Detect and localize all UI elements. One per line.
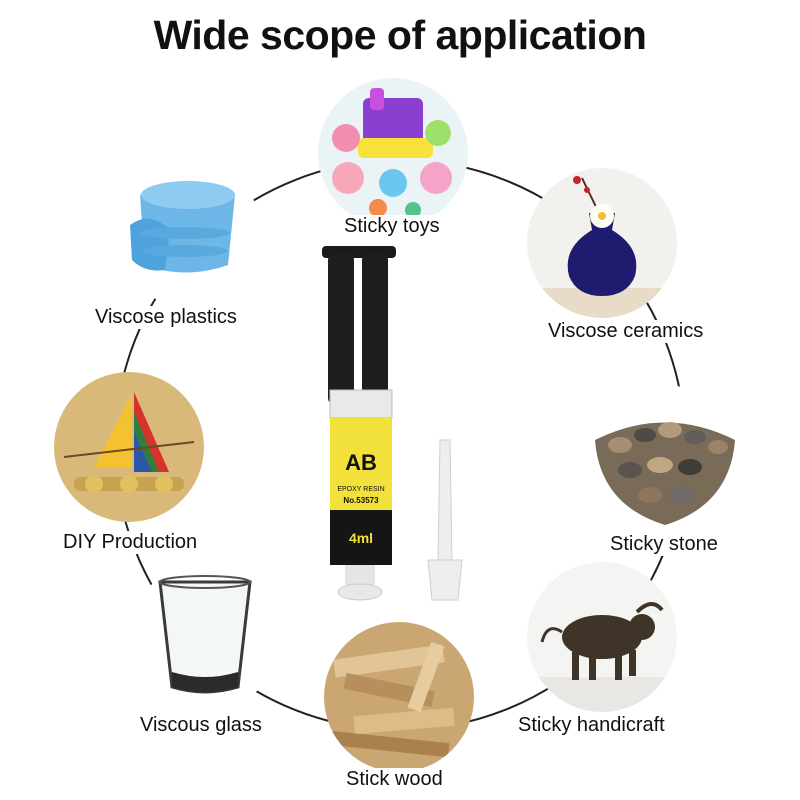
label-sticky-toys: Sticky toys: [341, 215, 443, 238]
wood-pieces-image: [324, 622, 474, 772]
product-label-ab: AB: [345, 450, 377, 475]
label-viscous-glass: Viscous glass: [137, 714, 265, 737]
label-viscose-plastics: Viscose plastics: [92, 306, 240, 329]
toys-image: [318, 78, 468, 228]
syringe-image: AB EPOXY RESIN No.53573 4ml: [300, 240, 500, 610]
label-sticky-stone: Sticky stone: [607, 533, 721, 556]
plastic-bowls-image: [110, 155, 260, 305]
page-title: Wide scope of application: [153, 12, 647, 58]
label-stick-wood: Stick wood: [343, 768, 446, 791]
vase-image: [527, 168, 677, 318]
label-diy-production: DIY Production: [60, 531, 201, 554]
product-volume: 4ml: [348, 530, 374, 546]
sailboat-model-image: [54, 372, 204, 522]
stones-image: [590, 385, 740, 535]
label-sticky-handicraft: Sticky handicraft: [515, 714, 668, 737]
label-viscose-ceramics: Viscose ceramics: [545, 320, 707, 343]
product-line-1: EPOXY RESIN: [337, 486, 385, 493]
product-line-2: No.53573: [343, 496, 379, 505]
bull-statue-image: [527, 562, 677, 712]
glass-image: [130, 562, 280, 712]
